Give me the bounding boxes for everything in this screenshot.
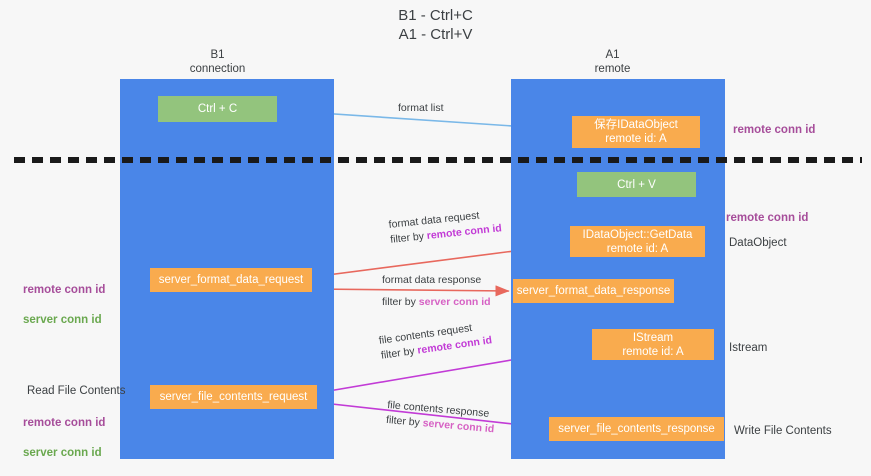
annotation-istream: Istream — [729, 342, 768, 354]
edge-label-filter: filter by server conn id — [382, 296, 491, 308]
lane-header-a1: A1 remote — [594, 49, 631, 75]
annotation-conn-ids-mid: remote conn id server conn id — [23, 268, 105, 343]
annotation-remote-conn-id-mid: remote conn id — [726, 212, 809, 224]
box-server-format-data-request[interactable]: server_format_data_request — [150, 268, 312, 292]
edge-label-line1: format data response — [382, 274, 482, 286]
annotation-conn-ids-low: remote conn id server conn id — [23, 401, 105, 476]
box-server-file-contents-response[interactable]: server_file_contents_response — [549, 417, 724, 441]
annotation-write-file-contents: Write File Contents — [734, 425, 832, 437]
annotation-remote-conn-id: remote conn id — [23, 417, 106, 429]
box-ctrl-c[interactable]: Ctrl + C — [158, 96, 277, 122]
annotation-dataobject: DataObject — [729, 237, 787, 249]
edge-label-format-list: format list — [398, 102, 444, 114]
annotation-server-conn-id: server conn id — [23, 314, 102, 326]
box-ctrl-v[interactable]: Ctrl + V — [577, 172, 696, 197]
page-title: B1 - Ctrl+C A1 - Ctrl+V — [398, 7, 473, 43]
annotation-remote-conn-id-top: remote conn id — [733, 124, 816, 136]
box-istream[interactable]: IStream remote id: A — [592, 329, 714, 360]
box-idataobject-getdata[interactable]: IDataObject::GetData remote id: A — [570, 226, 705, 257]
box-server-file-contents-request[interactable]: server_file_contents_request — [150, 385, 317, 409]
box-server-format-data-response[interactable]: server_format_data_response — [513, 279, 674, 303]
annotation-read-file-contents: Read File Contents — [27, 385, 126, 397]
edge-label-format-data-response: format data response filter by server co… — [382, 273, 491, 310]
annotation-server-conn-id: server conn id — [23, 447, 102, 459]
box-save-idataobject[interactable]: 保存IDataObject remote id: A — [572, 116, 700, 148]
annotation-remote-conn-id: remote conn id — [23, 284, 106, 296]
lane-header-b1: B1 connection — [189, 49, 246, 75]
filter-key-server-conn-id: server conn id — [418, 296, 491, 308]
